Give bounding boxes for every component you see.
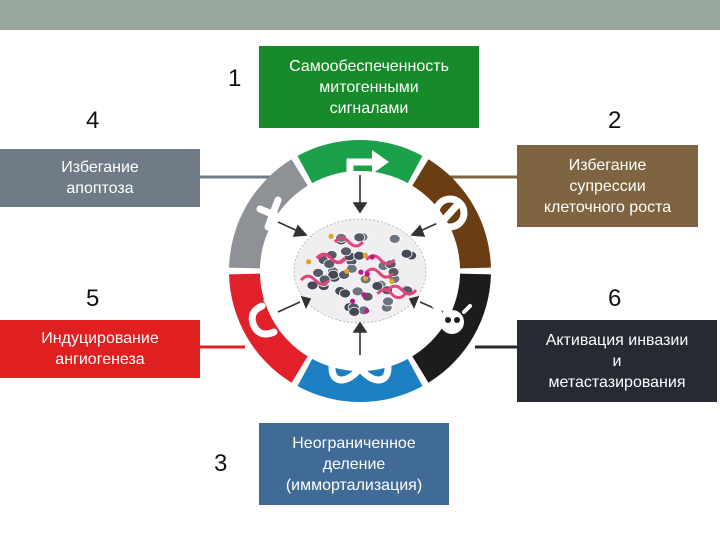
stromal-cell: [305, 259, 312, 265]
label-evading-growth-suppressors: Избегание супрессии клеточного роста: [517, 145, 698, 227]
stromal-cell: [361, 292, 367, 298]
label-limitless-replication: Неограниченное деление (иммортализация): [259, 423, 449, 505]
stromal-cell: [389, 278, 395, 284]
label-evading-apoptosis: Избегание апоптоза: [0, 149, 200, 207]
no-entry-icon: [432, 195, 468, 231]
label-angiogenesis: Индуцирование ангиогенеза: [0, 320, 200, 378]
number-6: 6: [608, 285, 622, 312]
tumor-cell: [306, 280, 319, 291]
tumor-cell: [382, 296, 394, 307]
blood-vessel: [364, 267, 395, 279]
blood-vessel: [299, 274, 331, 286]
cross-icon: [256, 196, 288, 231]
title-bar: [0, 0, 720, 30]
tumor-cell: [323, 259, 336, 269]
stromal-cell: [362, 275, 369, 282]
stromal-cell: [362, 252, 369, 258]
blood-vessel: [315, 252, 346, 264]
stromal-cell: [364, 308, 370, 314]
ring-sector-red: [229, 273, 308, 383]
stromal-cell: [358, 269, 364, 275]
number-2: 2: [608, 107, 622, 134]
tumor-cell: [400, 248, 413, 259]
crab-icon: [432, 304, 472, 334]
number-5: 5: [86, 285, 100, 312]
label-self-sufficiency: Самообеспеченность митогенными сигналами: [259, 46, 479, 128]
blood-vessel: [386, 284, 418, 296]
tumor-cell: [339, 288, 351, 299]
tumor-cell: [371, 281, 384, 291]
blood-vessel: [333, 236, 364, 248]
label-invasion-metastasis: Активация инвазии и метастазирования: [517, 320, 717, 402]
tumor-cell-cluster: [293, 218, 427, 324]
number-1: 1: [228, 65, 242, 92]
number-4: 4: [86, 107, 100, 134]
tumor-cell: [353, 232, 366, 243]
tumor-cell: [312, 267, 325, 278]
tumor-cell: [388, 233, 401, 244]
arrow-turn-icon: [346, 150, 389, 199]
infinity-icon: [328, 352, 392, 384]
stromal-cell: [344, 268, 350, 274]
number-3: 3: [214, 450, 228, 477]
blood-vessel: [376, 288, 407, 300]
tumor-cell: [340, 246, 352, 257]
stromal-cell: [328, 233, 334, 239]
vessel-icon: [248, 297, 285, 338]
stromal-cell: [364, 271, 370, 277]
stromal-cell: [349, 298, 356, 304]
stromal-cell: [369, 254, 375, 260]
inward-arrows: [277, 175, 444, 355]
tumor-cell: [348, 306, 361, 317]
tumor-cell: [351, 286, 364, 297]
